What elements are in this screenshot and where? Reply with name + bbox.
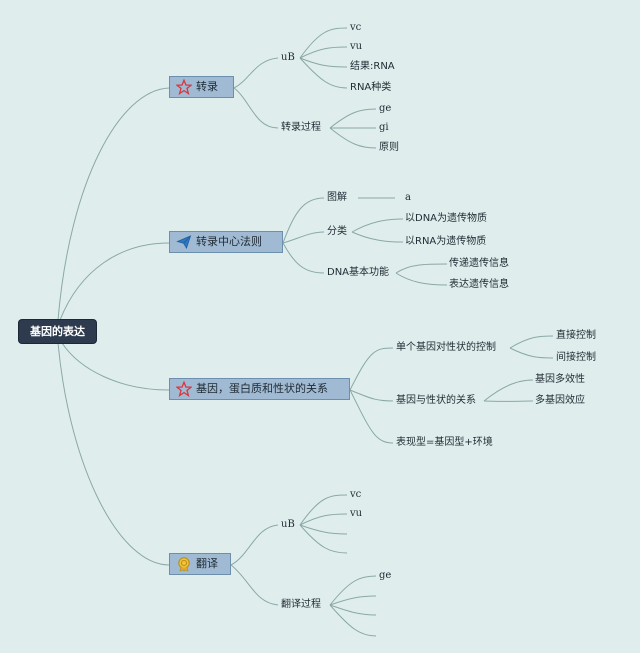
- central-fenlei-item[interactable]: 以RNA为遗传物质: [405, 236, 487, 247]
- central-fenlei-item[interactable]: 以DNA为遗传物质: [405, 213, 488, 224]
- zhuanlu-process[interactable]: 转录过程: [281, 122, 321, 133]
- central-tujie-value[interactable]: a: [405, 192, 411, 203]
- zhuanlu-process-item[interactable]: ge: [379, 103, 392, 114]
- central-dna-item[interactable]: 传递遗传信息: [449, 258, 509, 269]
- zhuanlu-process-item[interactable]: 原则: [379, 142, 399, 153]
- fanyi-ub[interactable]: uB: [281, 519, 295, 530]
- gene-control-item[interactable]: 直接控制: [556, 330, 596, 341]
- zhuanlu-ub-item[interactable]: 结果:RNA: [350, 61, 395, 72]
- branch-label: 转录中心法则: [196, 235, 262, 248]
- zhuanlu-ub-item[interactable]: RNA种类: [350, 82, 392, 93]
- zhuanlu-ub-item[interactable]: vc: [350, 22, 362, 33]
- gene-relation[interactable]: 基因与性状的关系: [396, 395, 476, 406]
- zhuanlu-ub[interactable]: uB: [281, 52, 295, 63]
- central-dna[interactable]: DNA基本功能: [327, 267, 390, 278]
- fanyi-ub-item[interactable]: vc: [350, 489, 362, 500]
- branch-zhuanlu[interactable]: 转录: [169, 76, 234, 98]
- zhuanlu-process-item[interactable]: gi: [379, 122, 389, 133]
- star-icon: [176, 381, 192, 397]
- star-icon: [176, 79, 192, 95]
- central-tujie[interactable]: 图解: [327, 192, 347, 203]
- paper-plane-icon: [176, 234, 192, 250]
- branch-central[interactable]: 转录中心法则: [169, 231, 283, 253]
- fanyi-process[interactable]: 翻译过程: [281, 599, 321, 610]
- central-fenlei[interactable]: 分类: [327, 226, 347, 237]
- branch-label: 转录: [196, 80, 218, 93]
- gene-relation-item[interactable]: 多基因效应: [535, 395, 585, 406]
- zhuanlu-ub-item[interactable]: vu: [350, 41, 363, 52]
- branch-label: 基因，蛋白质和性状的关系: [196, 382, 328, 395]
- central-dna-item[interactable]: 表达遗传信息: [449, 279, 509, 290]
- medal-icon: [176, 556, 192, 572]
- gene-relation-item[interactable]: 基因多效性: [535, 374, 585, 385]
- fanyi-process-item[interactable]: ge: [379, 570, 392, 581]
- gene-control[interactable]: 单个基因对性状的控制: [396, 342, 496, 353]
- branch-fanyi[interactable]: 翻译: [169, 553, 231, 575]
- branch-label: 翻译: [196, 557, 218, 570]
- fanyi-ub-item[interactable]: vu: [350, 508, 363, 519]
- branch-gene[interactable]: 基因，蛋白质和性状的关系: [169, 378, 350, 400]
- gene-phenotype[interactable]: 表现型=基因型+环境: [396, 437, 493, 448]
- root-node[interactable]: 基因的表达: [19, 320, 96, 343]
- gene-control-item[interactable]: 间接控制: [556, 352, 596, 363]
